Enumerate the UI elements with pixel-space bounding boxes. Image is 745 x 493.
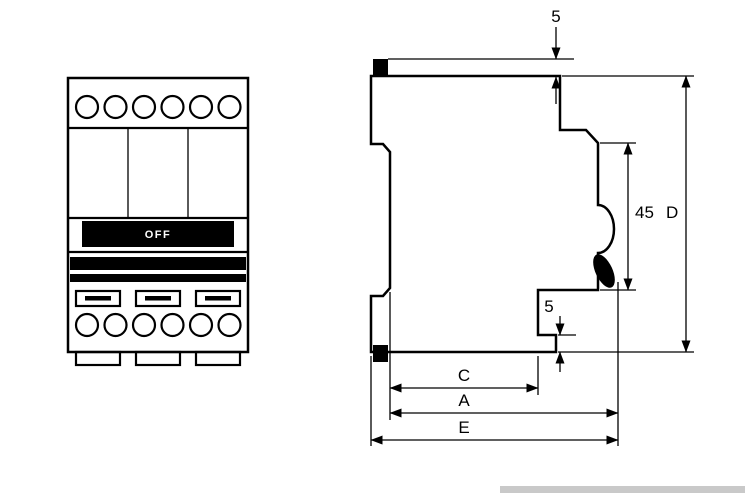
terminal-screw [74, 312, 100, 338]
dim-label-D: D [666, 203, 678, 222]
din-clip-top [373, 59, 388, 76]
terminal-screw [160, 312, 185, 338]
dim-bottom-5: 5 [544, 297, 576, 372]
din-clip-bottom [373, 345, 388, 362]
breaker-profile-outline [369, 74, 616, 354]
terminal-screw [131, 94, 157, 120]
bottom-gray-strip [500, 486, 745, 493]
dim-A: A [389, 282, 619, 446]
terminal-screw [103, 312, 128, 338]
front-stripe-thin [70, 274, 246, 282]
dim-label-E: E [458, 418, 469, 437]
dim-label-C: C [458, 366, 470, 385]
terminal-tab [74, 350, 122, 367]
toggle-switch [82, 221, 234, 247]
side-view [369, 59, 616, 362]
toggle-label: OFF [145, 229, 172, 241]
terminal-screw [217, 312, 242, 338]
front-view: OFF [66, 76, 250, 367]
label-slot [85, 296, 111, 301]
label-slot [205, 296, 231, 301]
breaker-body-front [66, 76, 250, 354]
label-slot-frame [74, 289, 122, 308]
terminal-screw [74, 94, 100, 120]
terminal-screw [103, 94, 128, 120]
terminal-screw [188, 312, 214, 338]
dim-E: E [370, 356, 619, 446]
dim-C: C [389, 292, 539, 420]
label-slot [145, 296, 171, 301]
dim-label-A: A [458, 391, 470, 410]
terminal-tab [194, 350, 242, 367]
dim-top-5: 5 [388, 7, 694, 104]
top-terminal-screws [74, 94, 242, 120]
terminal-screw [160, 94, 185, 120]
terminal-screw [217, 94, 242, 120]
terminal-screw [188, 94, 214, 120]
label-slot-frame [194, 289, 242, 308]
terminal-tab [134, 350, 182, 367]
dim-label-45: 45 [635, 203, 654, 222]
module-label-slots [74, 289, 242, 308]
dimensions: 5 45 D 5 C A [370, 7, 694, 446]
label-slot-frame [134, 289, 182, 308]
bottom-terminal-tabs [74, 350, 242, 367]
front-stripe-thick [70, 257, 246, 270]
dim-D: D [558, 75, 694, 353]
dim-label-top-5: 5 [551, 7, 560, 26]
toggle-lever-side [593, 254, 615, 288]
dim-label-bottom-5: 5 [544, 297, 553, 316]
bottom-terminal-screws [74, 312, 242, 338]
terminal-screw [131, 312, 157, 338]
